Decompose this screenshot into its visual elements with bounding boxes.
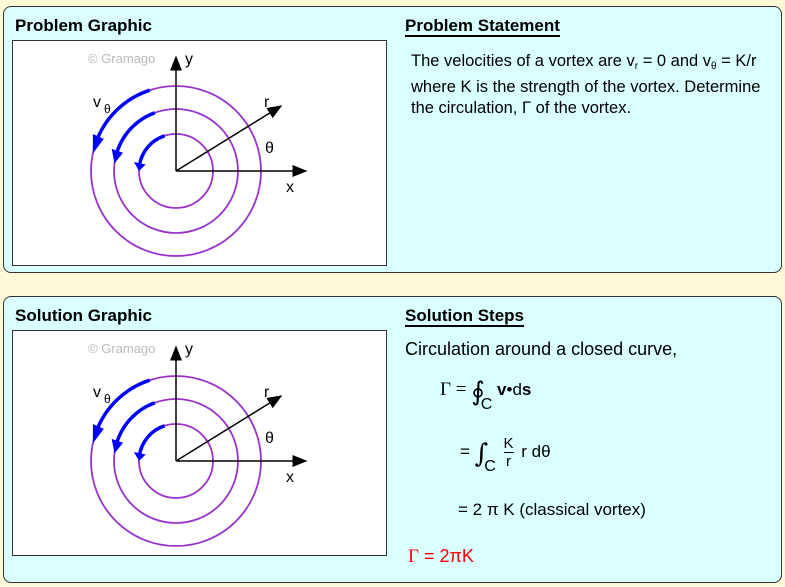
v-subscript: θ <box>104 102 111 116</box>
contour-integral-icon: ∮ <box>471 377 485 407</box>
equation-3: = 2 π K (classical vortex) <box>458 500 646 519</box>
subscript-r: r <box>634 61 639 72</box>
v-label: v <box>93 384 101 401</box>
velocity-arrow-icon <box>94 88 151 143</box>
statement-part: The velocities of a vortex are v <box>411 52 635 70</box>
arrowhead-icon <box>133 162 146 171</box>
x-label: x <box>286 179 294 196</box>
subscript-theta: θ <box>711 61 717 72</box>
integral-subscript: C <box>480 396 493 413</box>
velocity-arrow-icon <box>114 111 156 156</box>
watermark: © Gramago <box>88 51 155 66</box>
problem-statement-text: The velocities of a vortex are vr = 0 an… <box>411 51 761 119</box>
r-vector <box>175 395 283 462</box>
solution-graphic-title: Solution Graphic <box>15 306 152 325</box>
velocity-arrow-icon <box>114 401 156 446</box>
answer-gamma: Γ <box>408 546 419 567</box>
theta-label: θ <box>265 140 274 157</box>
x-label: x <box>286 469 294 486</box>
equals: = <box>460 441 470 461</box>
arrowhead-icon <box>111 438 124 454</box>
answer: Γ = 2πK <box>408 546 474 568</box>
velocity-arrow-icon <box>137 424 166 457</box>
arrowhead-icon <box>133 452 146 461</box>
problem-graphic-title: Problem Graphic <box>15 16 152 35</box>
v-label: v <box>93 94 101 111</box>
arrowhead-icon <box>92 423 104 444</box>
y-label: y <box>185 341 193 358</box>
equation-1: Γ = ∮C v•ds <box>440 377 531 414</box>
vector-s: s <box>521 380 532 399</box>
statement-part: = K/r where K is the strength of the vor… <box>411 52 761 117</box>
r-label: r <box>264 94 270 111</box>
solution-steps-title: Solution Steps <box>405 306 524 327</box>
v-subscript: θ <box>104 392 111 406</box>
solution-intro: Circulation around a closed curve, <box>405 339 678 359</box>
theta-label: θ <box>265 430 274 447</box>
vector-v: v <box>497 380 507 399</box>
numerator: K <box>503 435 514 453</box>
watermark: © Gramago <box>88 341 155 356</box>
r-dtheta: r dθ <box>521 441 551 461</box>
arrowhead-icon <box>111 148 124 164</box>
y-label: y <box>185 51 193 68</box>
dot-d: •d <box>506 380 522 399</box>
velocity-arrow-icon <box>137 134 166 167</box>
integral-icon: ∫ <box>474 438 489 469</box>
denominator: r <box>506 453 512 470</box>
gamma-lhs: Γ = <box>440 379 467 400</box>
answer-value: = 2πK <box>418 546 474 566</box>
problem-statement-title: Problem Statement <box>405 16 560 37</box>
integral-subscript: C <box>484 457 496 475</box>
arrowhead-icon <box>92 133 104 154</box>
statement-part: = 0 and v <box>638 52 712 70</box>
velocity-arrow-icon <box>94 378 151 433</box>
r-vector <box>175 105 283 172</box>
r-label: r <box>264 384 270 401</box>
